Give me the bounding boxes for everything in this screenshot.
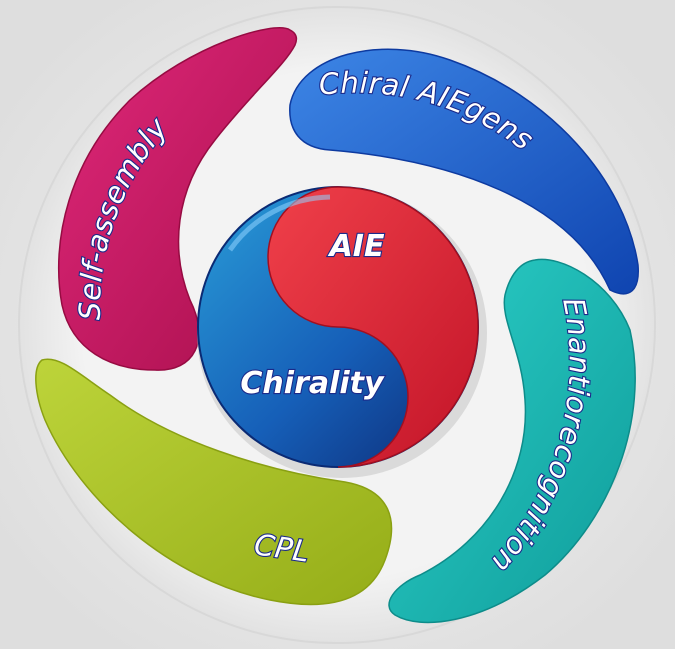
center-label-chirality: Chirality <box>240 366 385 401</box>
center-red-half <box>267 186 479 468</box>
petal-shape-cpl <box>35 358 393 606</box>
center-highlight <box>227 194 331 252</box>
center-yin-yang: AIE Chirality <box>197 186 487 478</box>
petal-shape-chiral-aiegens <box>289 48 639 295</box>
petal-shape-enantiorecognition <box>388 258 636 624</box>
petal-shape-self-assembly <box>57 27 298 371</box>
center-label-aie: AIE <box>328 229 385 264</box>
petal-cpl: CPL <box>35 358 393 606</box>
